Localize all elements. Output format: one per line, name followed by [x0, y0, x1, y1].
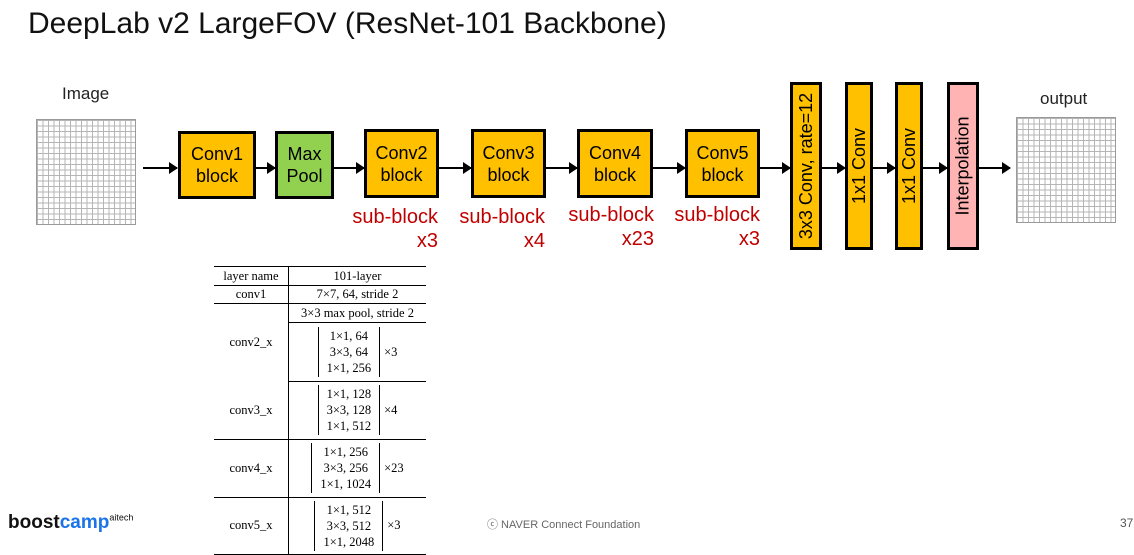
conv4-subblock-count: sub-block x23 — [568, 204, 654, 250]
conv2-multiplier: ×3 — [384, 344, 398, 359]
table-conv5-name: conv5_x — [214, 497, 289, 555]
conv2-subblock-count: sub-block x3 — [352, 206, 438, 252]
output-image-grid — [1016, 117, 1116, 223]
table-maxpool-value: 3×3 max pool, stride 2 — [288, 303, 426, 323]
conv1x1-label-a: 1x1 Conv — [849, 127, 870, 205]
conv5-multiplier: ×3 — [387, 518, 401, 532]
arrow-conv2-conv3 — [439, 162, 472, 174]
conv3-bracket: 1×1, 128 3×3, 128 1×1, 512 — [317, 385, 381, 436]
output-label: output — [1040, 89, 1088, 108]
conv4-line: 1×1, 256 — [323, 445, 368, 459]
image-label: Image — [62, 84, 110, 103]
logo-text-boost: boost — [8, 512, 60, 533]
logo-text-camp: camp — [59, 512, 110, 533]
atrous-conv-block: 3x3 Conv, rate=12 — [790, 82, 822, 250]
conv4-multiplier: ×23 — [384, 460, 404, 475]
arrow-conv3-conv4 — [546, 162, 578, 174]
max-pool-block: Max Pool — [275, 131, 334, 199]
conv1x1-block-b: 1x1 Conv — [895, 82, 923, 250]
boostcamp-logo: boostcampaitech — [8, 512, 133, 534]
conv4-block: Conv4 block — [577, 129, 653, 198]
conv4-bracket: 1×1, 256 3×3, 256 1×1, 1024 — [311, 443, 381, 493]
conv5-subblock-count: sub-block x3 — [674, 204, 760, 250]
conv2-bracket: 1×1, 64 3×3, 64 1×1, 256 — [317, 327, 381, 377]
table-header-layer-name: layer name — [214, 266, 289, 286]
logo-text-aitech: aitech — [109, 512, 134, 523]
table-conv4-name: conv4_x — [214, 439, 289, 498]
slide-title: DeepLab v2 LargeFOV (ResNet-101 Backbone… — [28, 7, 667, 40]
conv4-line: 3×3, 256 — [323, 461, 368, 475]
conv5-line: 1×1, 512 — [326, 502, 372, 517]
arrow-pool-conv2 — [334, 162, 365, 174]
arrow-interp-output — [979, 162, 1011, 174]
table-conv3-value: 1×1, 128 3×3, 128 1×1, 512 ×4 — [288, 381, 426, 440]
conv5-block: Conv5 block — [685, 129, 760, 198]
conv5-bracket: 1×1, 512 3×3, 512 1×1, 2048 — [314, 500, 384, 551]
table-conv1-value: 7×7, 64, stride 2 — [288, 285, 426, 304]
conv3-line: 3×3, 128 — [326, 403, 372, 418]
conv3-line: 1×1, 128 — [326, 387, 372, 402]
table-conv2-name: conv2_x — [214, 303, 289, 382]
table-conv5-value: 1×1, 512 3×3, 512 1×1, 2048 ×3 — [288, 497, 426, 555]
conv5-line: 1×1, 2048 — [323, 534, 375, 549]
conv3-multiplier: ×4 — [384, 402, 398, 417]
arrow-conv4-conv5 — [653, 162, 686, 174]
conv3-line: 1×1, 512 — [326, 419, 372, 434]
arrow-1x1b-interp — [923, 162, 948, 174]
conv4-line: 1×1, 1024 — [320, 477, 372, 491]
conv1x1-block-a: 1x1 Conv — [845, 82, 873, 250]
arrow-input-conv1 — [143, 162, 178, 174]
arrow-conv5-atrous — [760, 162, 791, 174]
conv5-line: 3×3, 512 — [326, 518, 372, 533]
arrow-conv1-pool — [256, 162, 276, 174]
table-conv1-name: conv1 — [214, 285, 289, 304]
copyright-text: ⓒ NAVER Connect Foundation — [487, 519, 641, 531]
conv2-block: Conv2 block — [364, 129, 439, 198]
input-image-grid — [36, 119, 136, 225]
interpolation-block: Interpolation — [947, 82, 979, 250]
table-header-101-layer: 101-layer — [288, 266, 426, 286]
page-number: 37 — [1120, 516, 1134, 530]
conv2-line: 1×1, 64 — [329, 329, 368, 343]
table-conv3-name: conv3_x — [214, 381, 289, 440]
conv1-block: Conv1 block — [178, 131, 256, 199]
arrow-atrous-1x1a — [822, 162, 846, 174]
interpolation-label: Interpolation — [953, 116, 974, 216]
conv1x1-label-b: 1x1 Conv — [899, 127, 920, 205]
conv2-line: 3×3, 64 — [329, 345, 368, 359]
conv2-line: 1×1, 256 — [326, 361, 372, 375]
conv3-subblock-count: sub-block x4 — [459, 206, 545, 252]
arrow-1x1a-1x1b — [873, 162, 896, 174]
resnet101-layer-table: layer name 101-layer conv1 7×7, 64, stri… — [214, 266, 426, 555]
conv3-block: Conv3 block — [471, 129, 546, 198]
table-conv4-value: 1×1, 256 3×3, 256 1×1, 1024 ×23 — [288, 439, 426, 498]
table-conv2-value: 1×1, 64 3×3, 64 1×1, 256 ×3 — [288, 322, 426, 382]
atrous-conv-label: 3x3 Conv, rate=12 — [796, 92, 817, 240]
